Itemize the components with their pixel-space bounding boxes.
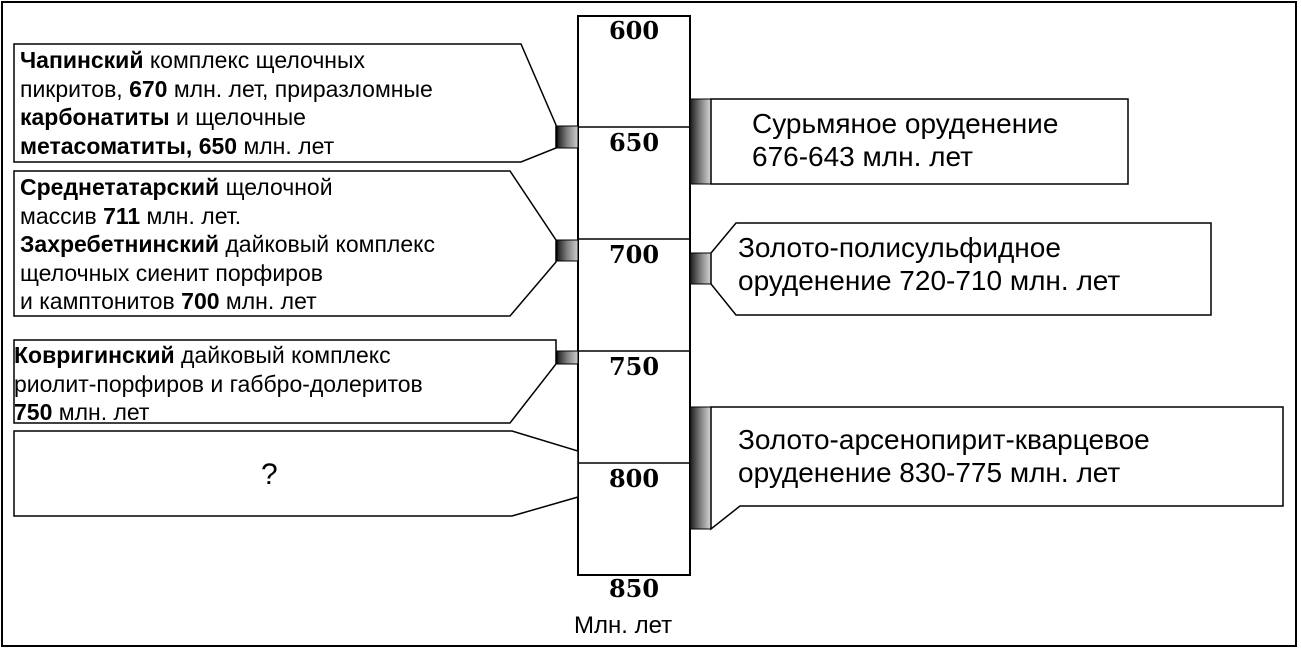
event-text: млн. лет (219, 288, 317, 314)
right-callout-2 (710, 222, 1212, 316)
event-text: щелочной (219, 174, 333, 200)
event-line: 750 млн. лет (14, 398, 423, 427)
event-text-bold: Чапинский (20, 47, 144, 73)
tick-label-850: 850 (608, 574, 660, 603)
time-scale-column (577, 15, 691, 576)
left-marker-2 (556, 239, 579, 262)
event-text-bold: 750 (14, 399, 53, 425)
left-callout-3 (13, 339, 557, 424)
event-line: массив 711 млн. лет. (20, 202, 435, 231)
event-line: метасоматиты, 650 млн. лет (20, 132, 433, 161)
right-event-1-line1: Сурьмяное оруденение (752, 108, 1059, 139)
event-text: млн. лет (52, 399, 150, 425)
left-event-unknown: ? (261, 460, 278, 490)
right-marker-1 (689, 98, 712, 185)
event-text: риолит-порфиров и габбро-долеритов (14, 370, 423, 397)
event-text-bold: Среднетатарский (20, 174, 220, 200)
event-text: щелочных сиенит порфиров (20, 259, 323, 286)
event-text: дайковый комплекс (219, 231, 435, 257)
right-event-2-line1: Золото-полисульфидное (738, 232, 1061, 263)
event-text: пикритов, (20, 75, 130, 102)
event-line: карбонатиты и щелочные (20, 103, 433, 132)
event-line: Ковригинский дайковый комплекс (14, 341, 423, 370)
event-line: и камптонитов 700 млн. лет (20, 287, 435, 316)
event-text: массив (20, 202, 104, 229)
event-line: Среднетатарский щелочной (20, 173, 435, 202)
left-marker-3 (556, 350, 579, 365)
right-event-2-line2: оруденение 720-710 млн. лет (738, 265, 1121, 296)
event-line: щелочных сиенит порфиров (20, 259, 435, 288)
left-marker-1 (556, 125, 579, 149)
right-event-3-line2: оруденение 830-775 млн. лет (738, 457, 1121, 488)
tick-label-600: 600 (608, 16, 660, 45)
event-text: комплекс щелочных (143, 47, 366, 73)
right-event-3-line1: Золото-арсенопирит-кварцевое (738, 424, 1150, 455)
right-callout-3 (710, 406, 1284, 531)
event-line: ? (261, 460, 278, 490)
scale-unit-label: Млн. лет (574, 612, 673, 639)
tick-label-700: 700 (608, 240, 660, 269)
tick-label-800: 800 (608, 464, 660, 493)
event-text: млн. лет, приразломные (167, 75, 433, 102)
tick-label-750: 750 (608, 352, 660, 381)
right-callout-1 (710, 98, 1129, 185)
event-text-bold: Ковригинский (14, 342, 175, 368)
right-event-1-line2: 676-643 млн. лет (752, 141, 973, 172)
event-text: и щелочные (169, 104, 306, 130)
right-event-text-3: Золото-арсенопирит-кварцевое оруденение … (738, 423, 1150, 489)
left-callout-1 (13, 43, 557, 163)
right-marker-3 (689, 406, 712, 530)
event-line: Захребетнинский дайковый комплекс (20, 230, 435, 259)
event-text-bold: Захребетнинский (20, 231, 219, 257)
event-line: пикритов, 670 млн. лет, приразломные (20, 75, 433, 104)
event-text-bold: 700 (181, 288, 220, 314)
right-event-text-1: Сурьмяное оруденение 676-643 млн. лет (752, 107, 1058, 173)
event-text: ? (261, 458, 278, 491)
event-text: и камптонитов (20, 288, 182, 314)
event-line: Чапинский комплекс щелочных (20, 46, 433, 75)
event-line: риолит-порфиров и габбро-долеритов (14, 370, 423, 399)
right-event-text-2: Золото-полисульфидное оруденение 720-710… (738, 231, 1120, 297)
tick-label-650: 650 (608, 128, 660, 157)
event-text-bold: метасоматиты, 650 (20, 132, 238, 159)
event-text: млн. лет (237, 132, 335, 159)
left-callout-4 (13, 430, 579, 517)
event-text-bold: 670 (129, 75, 168, 102)
right-marker-2 (689, 252, 712, 285)
event-text: млн. лет. (140, 202, 242, 229)
event-text-bold: карбонатиты (20, 104, 170, 130)
left-callout-2 (13, 170, 557, 317)
event-text-bold: 711 (103, 202, 141, 229)
event-text: дайковый комплекс (174, 342, 391, 368)
